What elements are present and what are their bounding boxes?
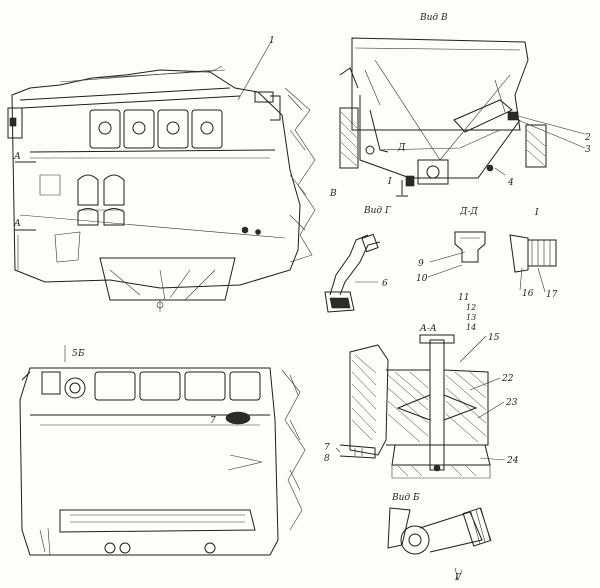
detail-parts — [324, 231, 557, 313]
callout-4: 4 — [507, 178, 514, 188]
callout-16: 16 — [522, 289, 534, 299]
section-label-d-d: Д-Д — [459, 207, 478, 217]
callout-1: 1 — [269, 36, 275, 46]
section-label-a-a: А-А — [419, 324, 437, 334]
view-label-vid-v: Вид В — [419, 13, 448, 23]
callout-14: 14 — [466, 323, 476, 332]
engine-side-view — [7, 39, 316, 312]
callout-15: 15 — [488, 333, 500, 343]
mark-g: Г — [454, 573, 462, 583]
mark-i: I — [534, 208, 539, 218]
callout-13: 13 — [466, 313, 476, 322]
callout-7b: 7 — [324, 443, 330, 453]
callout-22: 22 — [501, 374, 514, 384]
callout-23: 23 — [505, 398, 518, 408]
callout-8: 8 — [324, 454, 330, 464]
callout-12: 12 — [466, 303, 476, 312]
mark-b: Б — [77, 349, 85, 359]
view-label-vid-g: Вид Г — [363, 206, 392, 216]
callout-6: 6 — [382, 279, 388, 289]
mark-d: Д — [397, 143, 406, 153]
view-label-vid-b: Вид Б — [391, 493, 420, 503]
mark-a-upper: А — [13, 152, 21, 162]
engine-top-view — [19, 345, 306, 556]
mark-a-lower: А — [13, 219, 21, 229]
section-a-a — [335, 334, 506, 479]
view-b-fitting — [387, 507, 492, 581]
mark-i2: I — [387, 177, 392, 187]
callout-5: 5 — [72, 349, 78, 359]
mark-v: В — [329, 189, 337, 199]
callout-24: 24 — [506, 456, 519, 466]
callout-17: 17 — [546, 290, 558, 300]
callout-7: 7 — [210, 416, 216, 426]
callout-2: 2 — [584, 133, 591, 143]
callout-11: 11 — [458, 293, 469, 303]
callout-3: 3 — [585, 145, 591, 155]
callout-9: 9 — [418, 259, 424, 269]
callout-10: 10 — [416, 274, 428, 284]
view-b-cab-detail — [339, 37, 586, 197]
